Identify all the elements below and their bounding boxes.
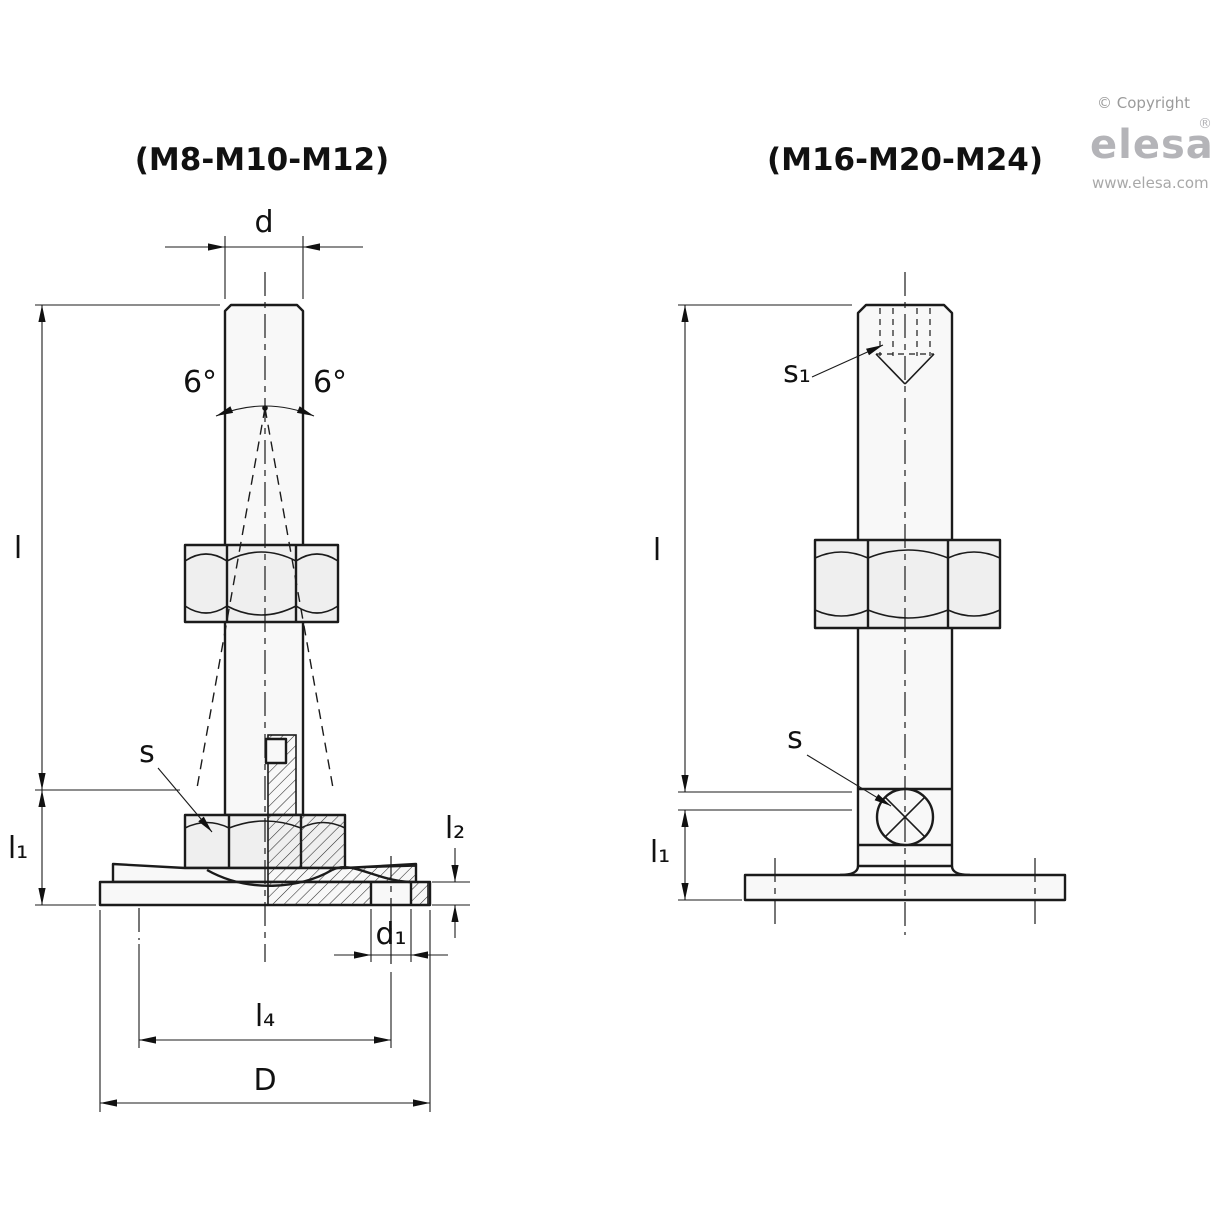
s1-leader-line (811, 344, 884, 378)
label-s1: s₁ (783, 355, 811, 390)
dim-label-l1: l₁ (650, 835, 670, 870)
s-leader-line (157, 767, 213, 833)
upper-hex-nut (183, 543, 340, 624)
wrench-hole (858, 787, 952, 847)
angle-label-right: 6° (313, 365, 347, 400)
foot-flare (950, 865, 971, 877)
elesa-logo: elesa (1090, 122, 1214, 168)
cap-section-curve (206, 868, 333, 887)
left-view-title: (M8-M10-M12) (135, 142, 389, 178)
s-leader-line (806, 754, 892, 807)
swivel-cone (196, 405, 334, 789)
hex-socket-hidden-lines (875, 308, 935, 385)
dim-label-l2: l₂ (445, 811, 465, 846)
cap-section-curve (331, 866, 411, 884)
dim-label-d: d (254, 205, 273, 240)
dim-label-D: D (253, 1063, 276, 1098)
section-hatching (267, 734, 429, 906)
lock-insert (264, 737, 288, 765)
left-view-dimensions (35, 236, 470, 1112)
dim-label-l: l (653, 533, 661, 568)
label-s: s (139, 735, 155, 770)
copyright-text: © Copyright (1097, 94, 1190, 112)
dim-label-l1: l₁ (8, 831, 28, 866)
hex-nut (813, 538, 1002, 630)
dim-label-l4: l₄ (255, 999, 275, 1034)
right-view-title: (M16-M20-M24) (767, 142, 1043, 178)
foot-flare (839, 865, 860, 877)
registered-mark: ® (1198, 116, 1212, 132)
brand-block: © Copyright elesa ® www.elesa.com (1090, 94, 1214, 192)
right-view-dimensions (678, 304, 892, 901)
angle-label-left: 6° (183, 365, 217, 400)
brand-url: www.elesa.com (1092, 174, 1209, 192)
label-s: s (787, 721, 803, 756)
left-view: (M8-M10-M12) d 6° 6° l s l₁ l₂ d₁ l₄ D (8, 142, 470, 1112)
dim-label-l: l (14, 531, 22, 566)
dim-label-d1: d₁ (375, 917, 406, 952)
right-view: (M16-M20-M24) s₁ l s l₁ (650, 142, 1067, 935)
